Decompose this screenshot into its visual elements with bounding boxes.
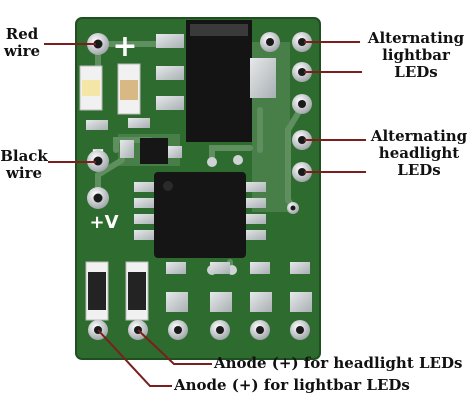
transistor — [120, 138, 182, 164]
bottom-smd-pads — [166, 262, 312, 312]
leader-lines — [44, 41, 366, 387]
large-component — [186, 20, 276, 142]
right-pads — [260, 32, 312, 214]
label-red-wire: Red wire — [3, 25, 41, 60]
main-ic — [134, 172, 266, 258]
label-anode-headlight: Anode (+) for headlight LEDs — [214, 354, 463, 372]
pad-plus-v — [87, 187, 109, 209]
pad-red-wire — [87, 33, 109, 55]
label-black-wire: Black wire — [0, 147, 48, 182]
plus-v-label: +V — [89, 212, 118, 233]
label-lightbar-leds: Alternating lightbar LEDs — [367, 29, 465, 81]
pad-black-wire — [87, 150, 109, 172]
smd-pads-top — [86, 34, 184, 130]
bottom-resistor-1 — [85, 261, 109, 321]
label-anode-lightbar: Anode (+) for lightbar LEDs — [174, 376, 410, 394]
smd-led-1 — [79, 65, 103, 111]
smd-led-2 — [117, 63, 141, 115]
label-headlight-leds: Alternating headlight LEDs — [370, 127, 468, 179]
plus-symbol: + — [112, 29, 137, 64]
bottom-resistor-2 — [125, 261, 149, 321]
